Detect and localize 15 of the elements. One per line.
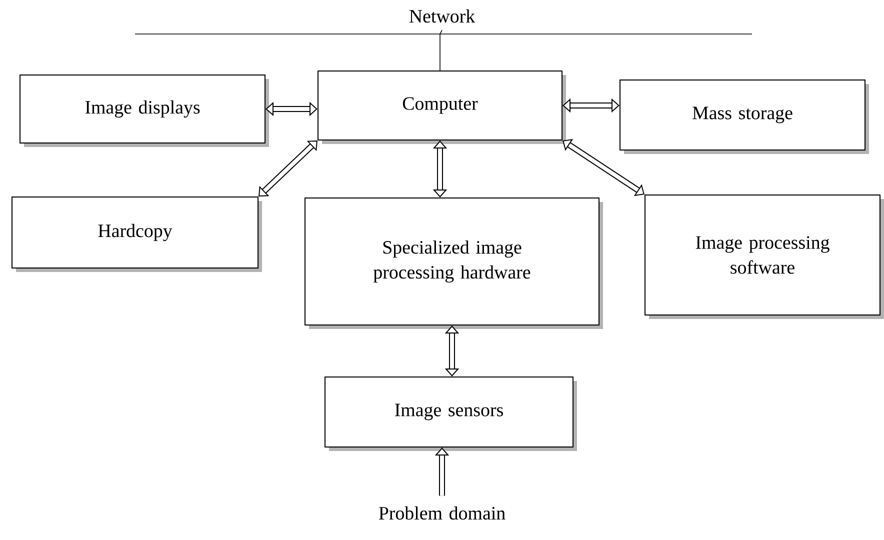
double-arrow <box>562 98 620 113</box>
double-arrow <box>432 140 448 198</box>
process-box: Image sensors <box>324 376 574 448</box>
process-box: Mass storage <box>620 80 866 150</box>
process-box: Image processing software <box>644 194 880 316</box>
connector-line <box>440 30 442 71</box>
double-arrow <box>444 326 460 376</box>
text-label: Network <box>409 9 476 23</box>
text-label: Problem domain <box>378 506 506 520</box>
double-arrow <box>258 140 318 196</box>
process-box: Specialized image processing hardware <box>304 198 600 326</box>
double-arrow <box>266 102 318 116</box>
process-box: Hardcopy <box>12 196 258 268</box>
process-box: Image displays <box>20 74 266 144</box>
process-box: Computer <box>318 70 562 140</box>
